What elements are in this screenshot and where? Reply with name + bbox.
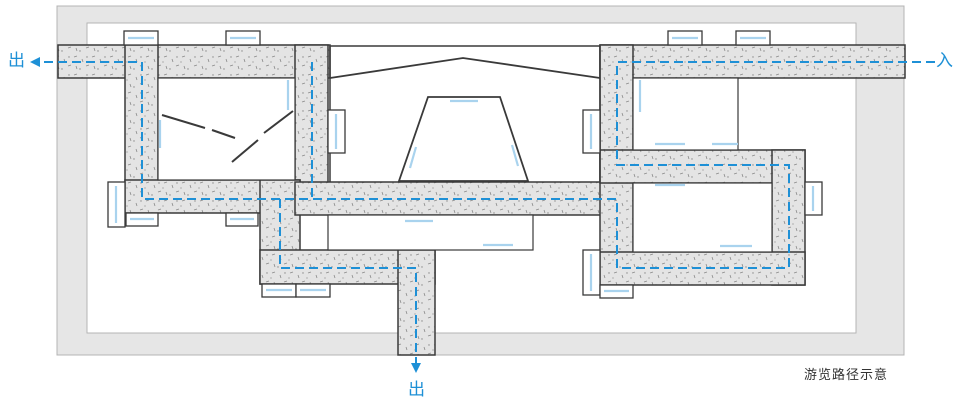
window-glazing: [114, 36, 815, 293]
right-lower-room: [632, 182, 773, 253]
diagram-caption: 游览路径示意: [804, 368, 889, 383]
partitions: [161, 110, 294, 163]
bottom-exit-arrow-icon: [411, 363, 421, 373]
left-exit-arrow-icon: [30, 57, 40, 67]
tour-route: [35, 61, 935, 368]
top-left-corridor: [57, 44, 331, 79]
exit-left-label: 出: [8, 51, 25, 71]
exit-bottom-label: 出: [408, 380, 425, 400]
central-hall: [329, 45, 601, 182]
right-top-room: [632, 77, 739, 151]
entrance-label: 入: [936, 51, 953, 71]
left-room: [157, 77, 296, 181]
route-arrows: [30, 57, 421, 373]
